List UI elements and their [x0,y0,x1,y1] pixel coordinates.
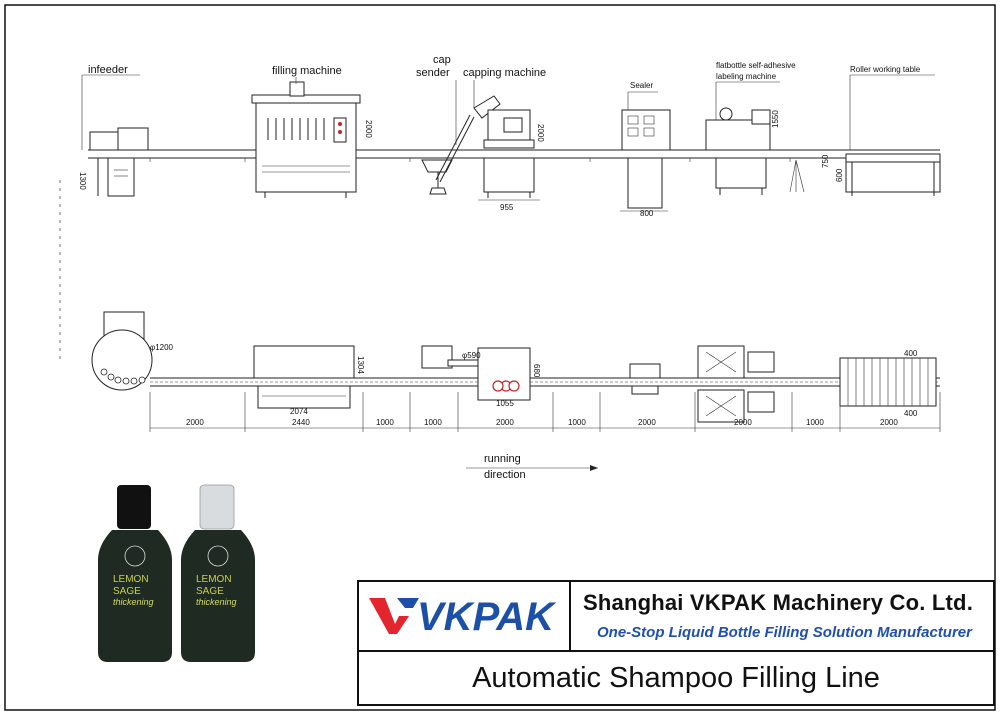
dim-sealer-width: 800 [640,209,654,218]
dim-infeeder-height: 1300 [78,172,87,190]
label-labeling-1: flatbottle self-adhesive [716,61,796,70]
dim-capping-width: 955 [500,203,514,212]
line-title: Automatic Shampoo Filling Line [472,662,880,694]
infeeder-elevation: infeeder 1300 [78,64,149,197]
seg-10: 2000 [880,418,898,427]
dim-table-bottom: 400 [904,409,918,418]
bottle-2-brand-1: LEMON [196,574,232,585]
label-cap-sender: sender [416,67,450,79]
filler-plan: 1304 2074 [253,345,365,416]
seg-5: 2000 [496,418,514,427]
capping-machine-elevation: capping machine 955 2000 [463,67,546,212]
bottle-2-body [181,530,255,662]
bottle-2-script: thickening [196,597,237,607]
dim-capping-height: 2000 [536,124,545,142]
cap-sender-elevation: cap sender [416,54,475,195]
dim-capper-diameter: φ590 [462,351,481,360]
seg-9: 1000 [806,418,824,427]
title-block-header: VKPAK Shanghai VKPAK Machinery Co. Ltd. … [359,582,993,652]
seg-4: 1000 [424,418,442,427]
title-block: VKPAK Shanghai VKPAK Machinery Co. Ltd. … [357,580,995,706]
labeler-plan [697,345,775,423]
dim-labeling-height: 1550 [771,110,780,128]
label-sealer: Sealer [630,81,653,90]
direction-arrow-icon [590,465,598,471]
seg-7: 2000 [638,418,656,427]
seg-2: 2440 [292,418,310,427]
logo-text: VKPAK [417,595,557,639]
dim-roller-750: 750 [821,154,830,168]
bottle-1-brand-2: SAGE [113,586,141,597]
label-roller-table: Roller working table [850,65,921,74]
bottle-2-cap [199,484,235,530]
running-label-2: direction [484,469,526,481]
company-name: Shanghai VKPAK Machinery Co. Ltd. [583,590,974,615]
product-bottles: LEMON SAGE thickening LEMON SAGE thicken… [98,484,255,662]
vkpak-logo-icon: VKPAK [369,595,557,639]
roller-table-plan: 400 400 [839,349,937,418]
seg-8: 2000 [734,418,752,427]
sealer-plan [629,363,661,395]
bottle-2-brand-2: SAGE [196,586,224,597]
bottle-1-body [98,530,172,662]
seg-1: 2000 [186,418,204,427]
dim-roller-600: 600 [835,168,844,182]
label-filling-machine: filling machine [272,65,342,77]
dim-table-top: 400 [904,349,918,358]
label-cap-1: cap [433,54,451,66]
capper-plan: φ590 680 1055 [421,345,541,408]
running-direction: running direction [466,453,598,481]
labeling-machine-elevation: flatbottle self-adhesive labeling machin… [705,61,805,195]
bottle-1: LEMON SAGE thickening [98,485,172,662]
dim-filler-depth: 1304 [356,356,365,374]
bottle-1-script: thickening [113,597,154,607]
dim-capper-width: 1055 [496,399,514,408]
running-label-1: running [484,453,521,465]
filling-machine-elevation: filling machine 2000 [251,65,373,198]
dim-filler-width: 2074 [290,407,308,416]
company-logo: VKPAK [359,582,571,650]
seg-3: 1000 [376,418,394,427]
bottle-2: LEMON SAGE thickening [181,484,255,662]
bottle-1-brand-1: LEMON [113,574,149,585]
plan-view: φ1200 1304 2074 φ590 680 1055 [91,311,941,481]
label-capping-machine: capping machine [463,67,546,79]
label-infeeder: infeeder [88,64,128,76]
dim-turntable: φ1200 [150,343,174,352]
sheet-border [4,4,996,711]
company-slogan: One-Stop Liquid Bottle Filling Solution … [597,624,972,641]
label-labeling-2: labeling machine [716,72,777,81]
sealer-elevation: Sealer 800 [620,81,671,218]
bottle-1-cap [117,485,151,529]
seg-6: 1000 [568,418,586,427]
dim-capper-depth: 680 [532,364,541,378]
roller-table-elevation: Roller working table 750 600 [821,65,941,196]
turntable-plan: φ1200 [91,311,174,391]
elevation-view: infeeder 1300 filling machine 2000 [78,54,941,218]
dimension-chain: 2000 2440 1000 1000 2000 1000 2000 2000 … [149,392,941,432]
dim-filling-height: 2000 [364,120,373,138]
